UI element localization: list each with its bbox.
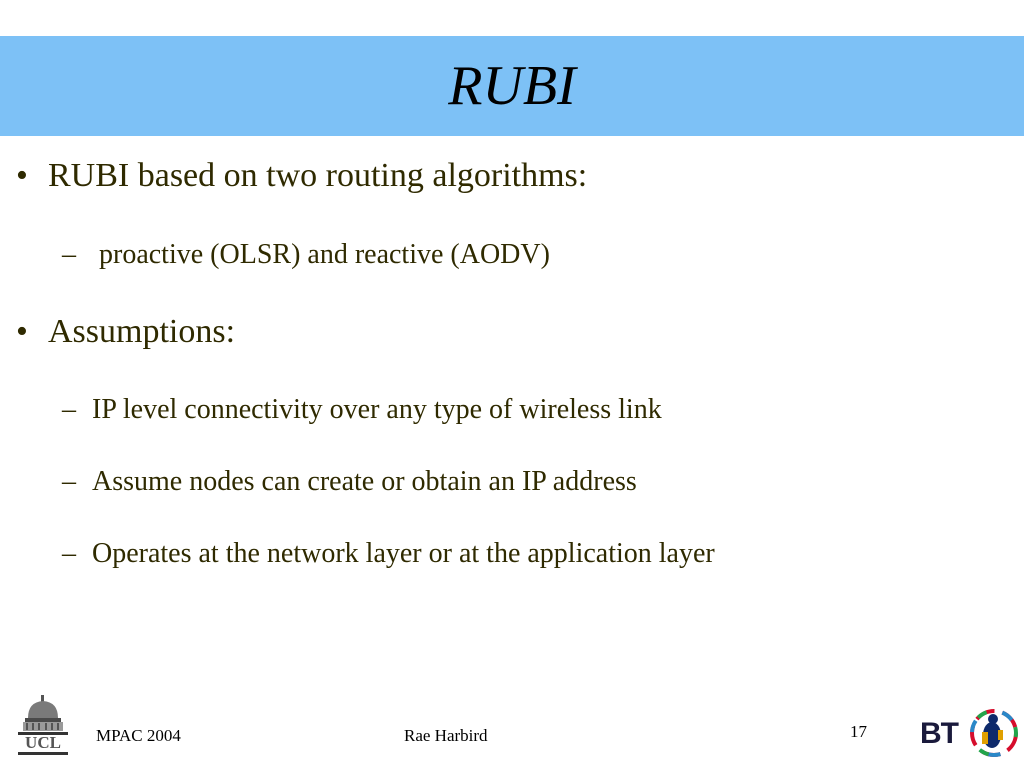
bullet-item: • Assumptions: xyxy=(16,312,235,352)
bullet-marker: • xyxy=(16,157,28,194)
sub-bullet-text: Operates at the network layer or at the … xyxy=(92,538,715,569)
sub-bullet-item: – proactive (OLSR) and reactive (AODV) xyxy=(62,238,550,272)
bt-piper-icon xyxy=(970,709,1018,757)
bullet-marker: • xyxy=(16,313,28,350)
dash-marker: – xyxy=(62,394,76,425)
dash-marker: – xyxy=(62,538,76,569)
bullet-item: • RUBI based on two routing algorithms: xyxy=(16,156,587,196)
dash-marker: – xyxy=(62,239,76,270)
ucl-dome-icon xyxy=(18,695,68,755)
sub-bullet-item: –Operates at the network layer or at the… xyxy=(62,537,715,571)
bt-logo: BT xyxy=(918,706,1018,758)
ucl-logo-text: UCL xyxy=(25,733,61,752)
bullet-text: RUBI based on two routing algorithms: xyxy=(48,157,588,194)
sub-bullet-item: –Assume nodes can create or obtain an IP… xyxy=(62,465,637,499)
title-bar xyxy=(0,36,1024,136)
sub-bullet-item: –IP level connectivity over any type of … xyxy=(62,393,662,427)
slide-title: RUBI xyxy=(448,55,576,117)
sub-bullet-text: proactive (OLSR) and reactive (AODV) xyxy=(92,239,550,270)
footer-event: MPAC 2004 xyxy=(96,726,181,745)
footer-author: Rae Harbird xyxy=(404,726,488,745)
dash-marker: – xyxy=(62,466,76,497)
sub-bullet-text: IP level connectivity over any type of w… xyxy=(92,394,662,425)
sub-bullet-text: Assume nodes can create or obtain an IP … xyxy=(92,466,637,497)
ucl-logo: UCL xyxy=(14,694,72,756)
page-number: 17 xyxy=(850,722,867,741)
bt-logo-text: BT xyxy=(920,717,959,750)
bullet-text: Assumptions: xyxy=(48,313,236,350)
